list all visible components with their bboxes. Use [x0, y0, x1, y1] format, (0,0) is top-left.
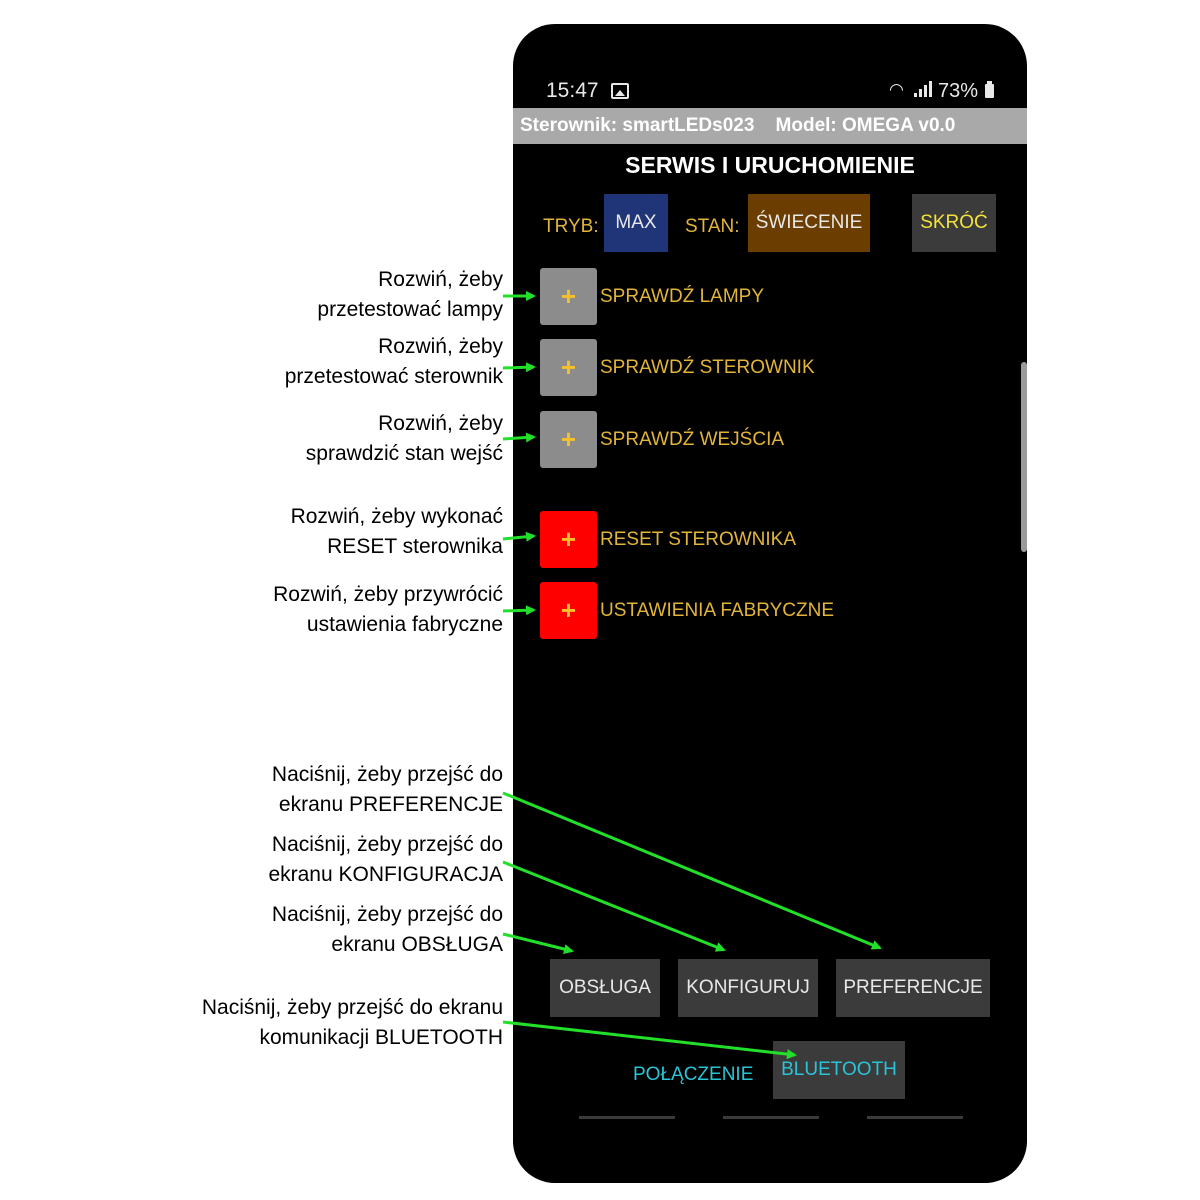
- nav-recent-apps[interactable]: [579, 1116, 675, 1119]
- section-check-lamps: SPRAWDŹ LAMPY: [600, 286, 764, 307]
- section-reset-controller: RESET STEROWNIKA: [600, 529, 797, 550]
- stan-label: STAN:: [685, 216, 740, 237]
- skroc-button[interactable]: SKRÓĆ: [912, 194, 996, 252]
- section-factory-settings: USTAWIENIA FABRYCZNE: [600, 600, 835, 621]
- phone-screen: 15:47 ◠ 73% Sterownik: smartLEDs023 Mode…: [513, 24, 1027, 1183]
- arrow-factory: [502, 605, 536, 616]
- preferencje-button[interactable]: PREFERENCJE: [836, 959, 990, 1017]
- arrow-controller: [502, 362, 536, 373]
- battery-icon: [985, 81, 994, 98]
- arrow-bluetooth: [502, 1020, 797, 1060]
- section-check-controller: SPRAWDŹ STEROWNIK: [600, 357, 815, 378]
- arrow-konfiguracja: [502, 860, 726, 952]
- battery-percent: 73%: [938, 80, 979, 102]
- wifi-icon: ◠: [889, 80, 904, 99]
- stan-swiecenie-button[interactable]: ŚWIECENIE: [748, 194, 870, 252]
- nav-home[interactable]: [723, 1116, 819, 1119]
- expand-lamps-button[interactable]: +: [540, 268, 597, 325]
- arrow-inputs: [502, 432, 536, 443]
- section-check-inputs: SPRAWDŹ WEJŚCIA: [600, 429, 785, 450]
- tryb-max-button[interactable]: MAX: [604, 194, 668, 252]
- status-time: 15:47: [546, 79, 599, 102]
- expand-inputs-button[interactable]: +: [540, 411, 597, 468]
- konfiguruj-button[interactable]: KONFIGURUJ: [678, 959, 818, 1017]
- connection-label: POŁĄCZENIE: [633, 1064, 754, 1085]
- arrow-reset: [502, 531, 536, 542]
- expand-reset-button[interactable]: +: [540, 511, 597, 568]
- tryb-label: TRYB:: [543, 216, 599, 237]
- signal-icon: [914, 81, 932, 97]
- nav-back[interactable]: [867, 1116, 963, 1119]
- scrollbar[interactable]: [1021, 362, 1027, 552]
- arrow-preferencje: [502, 791, 882, 950]
- obsluga-button[interactable]: OBSŁUGA: [550, 959, 660, 1017]
- screen-title: SERWIS I URUCHOMIENIE: [625, 152, 915, 178]
- arrow-obsluga: [502, 932, 574, 954]
- controller-header: Sterownik: smartLEDs023 Model: OMEGA v0.…: [513, 108, 1027, 144]
- expand-factory-button[interactable]: +: [540, 582, 597, 639]
- status-bar: 15:47 ◠ 73%: [513, 24, 1027, 108]
- expand-controller-button[interactable]: +: [540, 339, 597, 396]
- image-notification-icon: [611, 83, 629, 99]
